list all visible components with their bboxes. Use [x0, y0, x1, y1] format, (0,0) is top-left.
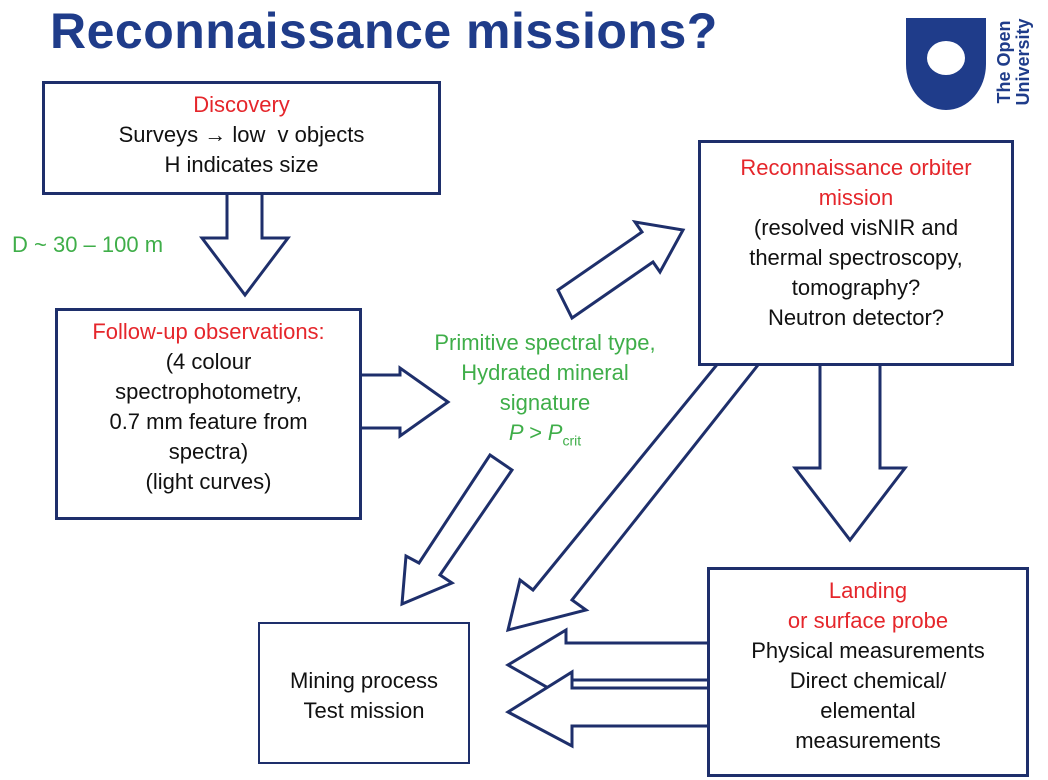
arrow-followup-to-criteria — [358, 365, 451, 439]
orbiter-line-2: thermal spectroscopy, — [749, 245, 963, 270]
arrow-discovery-to-followup — [198, 191, 292, 298]
orbiter-heading-1: Reconnaissance orbiter — [740, 155, 972, 180]
landing-line-4: measurements — [795, 728, 941, 753]
criteria-line-3: signature — [499, 390, 591, 415]
followup-box: Follow-up observations: (4 colour spectr… — [55, 308, 362, 520]
criteria-line-2: Hydrated mineral — [461, 360, 629, 385]
landing-line-2: Direct chemical/ — [789, 668, 947, 693]
discovery-line-1: Surveys → low v objects — [118, 122, 365, 147]
arrow-landing-to-mining-lower — [505, 669, 712, 749]
followup-line-5: (light curves) — [145, 469, 272, 494]
followup-line-3: 0.7 mm feature from — [109, 409, 308, 434]
discovery-box: Discovery Surveys → low v objects H indi… — [42, 81, 441, 195]
criteria-label: Primitive spectral type, Hydrated minera… — [395, 328, 695, 455]
arrow-orbiter-to-landing — [791, 360, 909, 543]
landing-heading-1: Landing — [828, 578, 908, 603]
open-university-logo: The Open University — [906, 10, 1046, 110]
followup-line-2: spectrophotometry, — [115, 379, 302, 404]
arrow-criteria-to-orbiter — [556, 219, 686, 321]
landing-line-3: elemental — [820, 698, 916, 723]
landing-box: Landing or surface probe Physical measur… — [707, 567, 1029, 777]
arrow-criteria-to-mining — [400, 452, 515, 607]
logo-mark-icon — [906, 18, 986, 110]
landing-line-1: Physical measurements — [751, 638, 985, 663]
criteria-line-1: Primitive spectral type, — [434, 330, 656, 355]
mining-box: Mining process Test mission — [258, 622, 470, 764]
orbiter-line-1: (resolved visNIR and — [753, 215, 959, 240]
discovery-line-2: H indicates size — [164, 152, 319, 177]
orbiter-box: Reconnaissance orbiter mission (resolved… — [698, 140, 1014, 366]
arrow-orbiter-to-mining — [505, 342, 761, 633]
orbiter-heading-2: mission — [818, 185, 894, 210]
mining-line-1: Mining process — [290, 668, 438, 693]
followup-heading: Follow-up observations: — [92, 319, 325, 344]
criteria-line-4: P > Pcrit — [395, 418, 695, 455]
followup-line-4: spectra) — [168, 439, 249, 464]
discovery-heading: Discovery — [193, 92, 290, 117]
landing-heading-2: or surface probe — [787, 608, 949, 633]
slide-title: Reconnaissance missions? — [50, 3, 718, 59]
mining-line-2: Test mission — [303, 698, 425, 723]
orbiter-line-4: Neutron detector? — [767, 305, 945, 330]
orbiter-line-3: tomography? — [791, 275, 921, 300]
criteria-p-sub: crit — [562, 432, 582, 449]
size-label: D ~ 30 – 100 m — [12, 232, 164, 257]
criteria-p-text: P > P — [508, 420, 563, 445]
followup-line-1: (4 colour — [165, 349, 252, 374]
